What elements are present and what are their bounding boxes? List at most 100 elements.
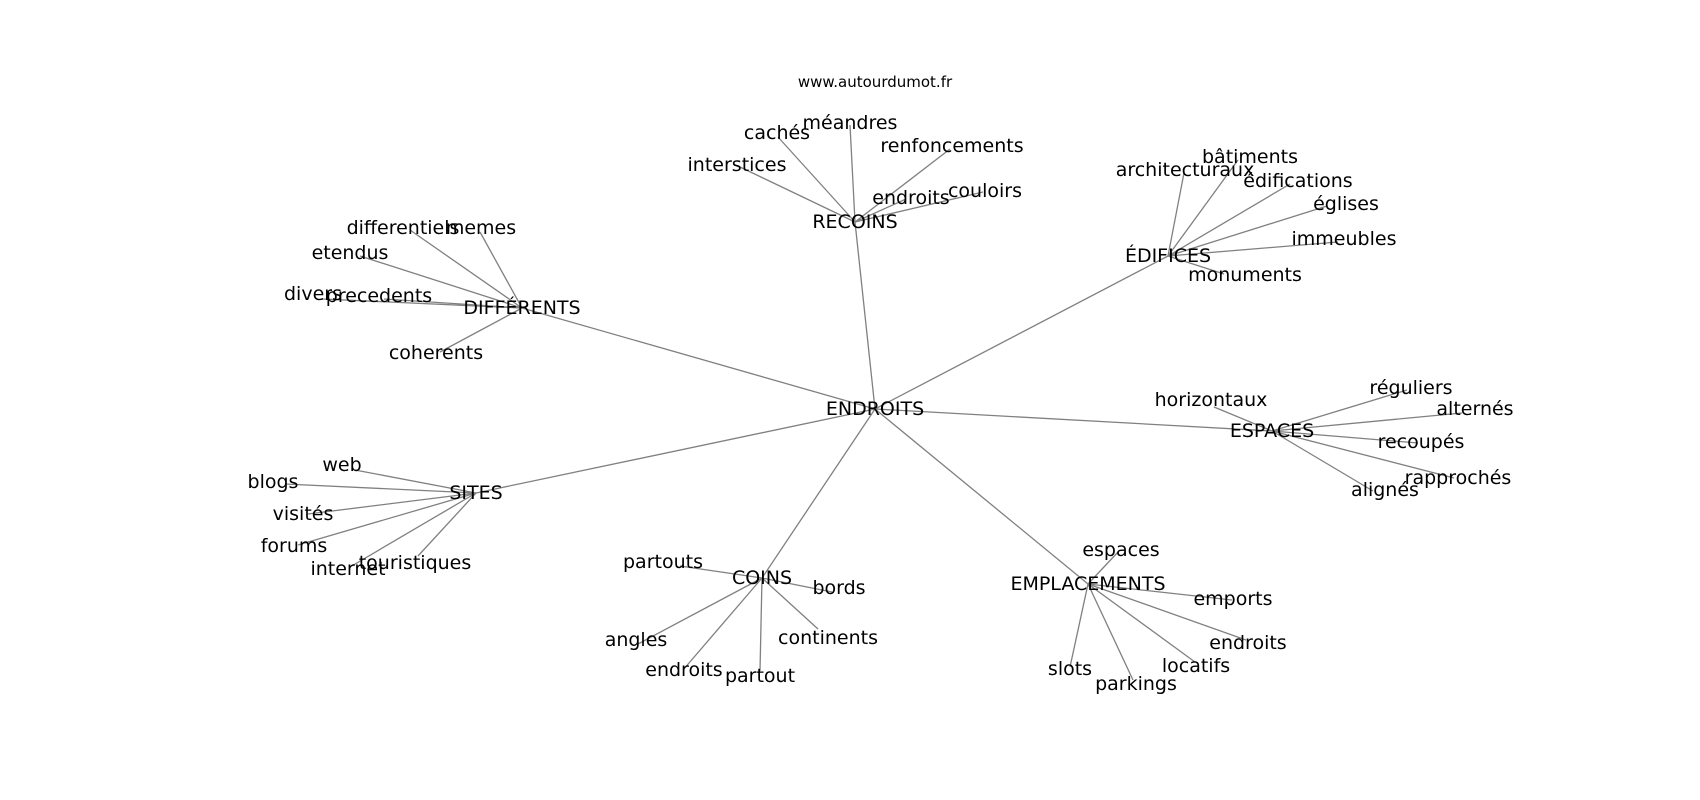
leaf-node[interactable]: endroits bbox=[645, 659, 722, 681]
child-edge bbox=[383, 298, 523, 309]
leaf-node[interactable]: architecturaux bbox=[1116, 159, 1255, 181]
group-node[interactable]: ESPACES bbox=[1230, 420, 1314, 442]
child-edge bbox=[479, 231, 523, 309]
child-edge bbox=[854, 148, 951, 223]
root-edge bbox=[521, 307, 876, 410]
leaf-node[interactable]: slots bbox=[1048, 658, 1092, 680]
child-edge bbox=[854, 191, 984, 223]
child-edge bbox=[1087, 583, 1134, 681]
leaf-node[interactable]: internet bbox=[310, 558, 385, 580]
graph-edges bbox=[284, 124, 1463, 681]
child-edge bbox=[1087, 583, 1196, 663]
leaf-node[interactable]: differentiels bbox=[347, 217, 460, 239]
child-edge bbox=[759, 577, 763, 672]
child-edge bbox=[1271, 430, 1455, 479]
leaf-node[interactable]: monuments bbox=[1188, 264, 1302, 286]
leaf-node[interactable]: cachés bbox=[744, 122, 810, 144]
group-node[interactable]: DIFFÉRENTS bbox=[463, 296, 580, 319]
leaf-node[interactable]: édifications bbox=[1243, 170, 1352, 192]
child-edge bbox=[1087, 551, 1119, 585]
leaf-node[interactable]: touristiques bbox=[359, 552, 472, 574]
leaf-node[interactable]: renfoncements bbox=[880, 135, 1023, 157]
leaf-node[interactable]: endroits bbox=[872, 187, 949, 209]
leaf-node[interactable]: divers bbox=[284, 283, 342, 305]
child-edge bbox=[849, 124, 856, 223]
leaf-node[interactable]: forums bbox=[261, 535, 328, 557]
leaf-node[interactable]: espaces bbox=[1082, 539, 1159, 561]
source-watermark: www.autourdumot.fr bbox=[798, 73, 953, 91]
leaf-node[interactable]: méandres bbox=[803, 112, 898, 134]
leaf-node[interactable]: couloirs bbox=[948, 180, 1022, 202]
leaf-node[interactable]: rapprochés bbox=[1405, 467, 1512, 489]
child-edge bbox=[1271, 430, 1419, 444]
root-edge bbox=[475, 408, 876, 494]
leaf-node[interactable]: bâtiments bbox=[1202, 146, 1298, 168]
leaf-node[interactable]: coherents bbox=[389, 342, 483, 364]
child-edge bbox=[321, 298, 523, 309]
leaf-node[interactable]: parkings bbox=[1095, 673, 1177, 695]
child-edge bbox=[417, 492, 477, 557]
child-edge bbox=[354, 469, 477, 494]
child-edge bbox=[359, 255, 523, 309]
child-edge bbox=[1167, 172, 1185, 257]
leaf-node[interactable]: alternés bbox=[1436, 398, 1513, 420]
child-edge bbox=[682, 577, 763, 671]
leaf-node[interactable]: réguliers bbox=[1369, 377, 1452, 399]
leaf-node[interactable]: horizontaux bbox=[1155, 389, 1268, 411]
child-edge bbox=[409, 229, 523, 309]
child-edge bbox=[349, 492, 477, 568]
child-edge bbox=[761, 577, 819, 630]
group-node[interactable]: EMPLACEMENTS bbox=[1010, 573, 1165, 595]
leaf-node[interactable]: locatifs bbox=[1162, 655, 1230, 677]
leaf-node[interactable]: blogs bbox=[248, 471, 299, 493]
group-node[interactable]: COINS bbox=[732, 567, 792, 589]
child-edge bbox=[1167, 159, 1239, 257]
leaf-node[interactable]: web bbox=[322, 454, 361, 476]
child-edge bbox=[1167, 183, 1291, 257]
child-edge bbox=[1167, 205, 1328, 257]
child-edge bbox=[1087, 583, 1233, 601]
child-edge bbox=[1271, 412, 1463, 432]
child-edge bbox=[637, 577, 763, 645]
child-edge bbox=[284, 483, 477, 494]
leaf-node[interactable]: emports bbox=[1193, 588, 1272, 610]
child-edge bbox=[739, 166, 856, 223]
leaf-node[interactable]: visités bbox=[273, 503, 334, 525]
group-node[interactable]: RECOINS bbox=[812, 211, 897, 233]
child-edge bbox=[1167, 241, 1339, 257]
child-edge bbox=[1087, 583, 1247, 641]
child-edge bbox=[679, 565, 763, 579]
child-edge bbox=[854, 198, 907, 223]
child-edge bbox=[307, 492, 477, 515]
root-edge bbox=[874, 408, 1089, 585]
child-edge bbox=[1271, 389, 1408, 432]
root-node[interactable]: ENDROITS bbox=[826, 398, 924, 420]
leaf-node[interactable]: bords bbox=[812, 577, 865, 599]
root-edge bbox=[854, 221, 876, 410]
child-edge bbox=[1271, 430, 1374, 492]
leaf-node[interactable]: angles bbox=[605, 629, 668, 651]
leaf-node[interactable]: etendus bbox=[312, 242, 389, 264]
leaf-node[interactable]: continents bbox=[778, 627, 878, 649]
group-node[interactable]: SITES bbox=[449, 482, 502, 504]
leaf-node[interactable]: immeubles bbox=[1292, 228, 1397, 250]
child-edge bbox=[1213, 406, 1273, 432]
child-edge bbox=[297, 492, 477, 546]
leaf-node[interactable]: églises bbox=[1313, 193, 1379, 215]
leaf-node[interactable]: precedents bbox=[326, 285, 432, 307]
leaf-node[interactable]: partout bbox=[725, 665, 795, 687]
leaf-node[interactable]: recoupés bbox=[1378, 431, 1465, 453]
child-edge bbox=[1069, 583, 1089, 668]
root-edge bbox=[874, 255, 1169, 410]
group-node[interactable]: ÉDIFICES bbox=[1125, 244, 1211, 267]
leaf-node[interactable]: memes bbox=[446, 217, 516, 239]
leaf-node[interactable]: alignés bbox=[1351, 479, 1419, 501]
leaf-node[interactable]: partouts bbox=[623, 551, 703, 573]
child-edge bbox=[1167, 255, 1225, 275]
leaf-node[interactable]: endroits bbox=[1209, 632, 1286, 654]
leaf-node[interactable]: interstices bbox=[688, 154, 787, 176]
child-edge bbox=[777, 136, 856, 223]
child-edge bbox=[761, 577, 833, 593]
